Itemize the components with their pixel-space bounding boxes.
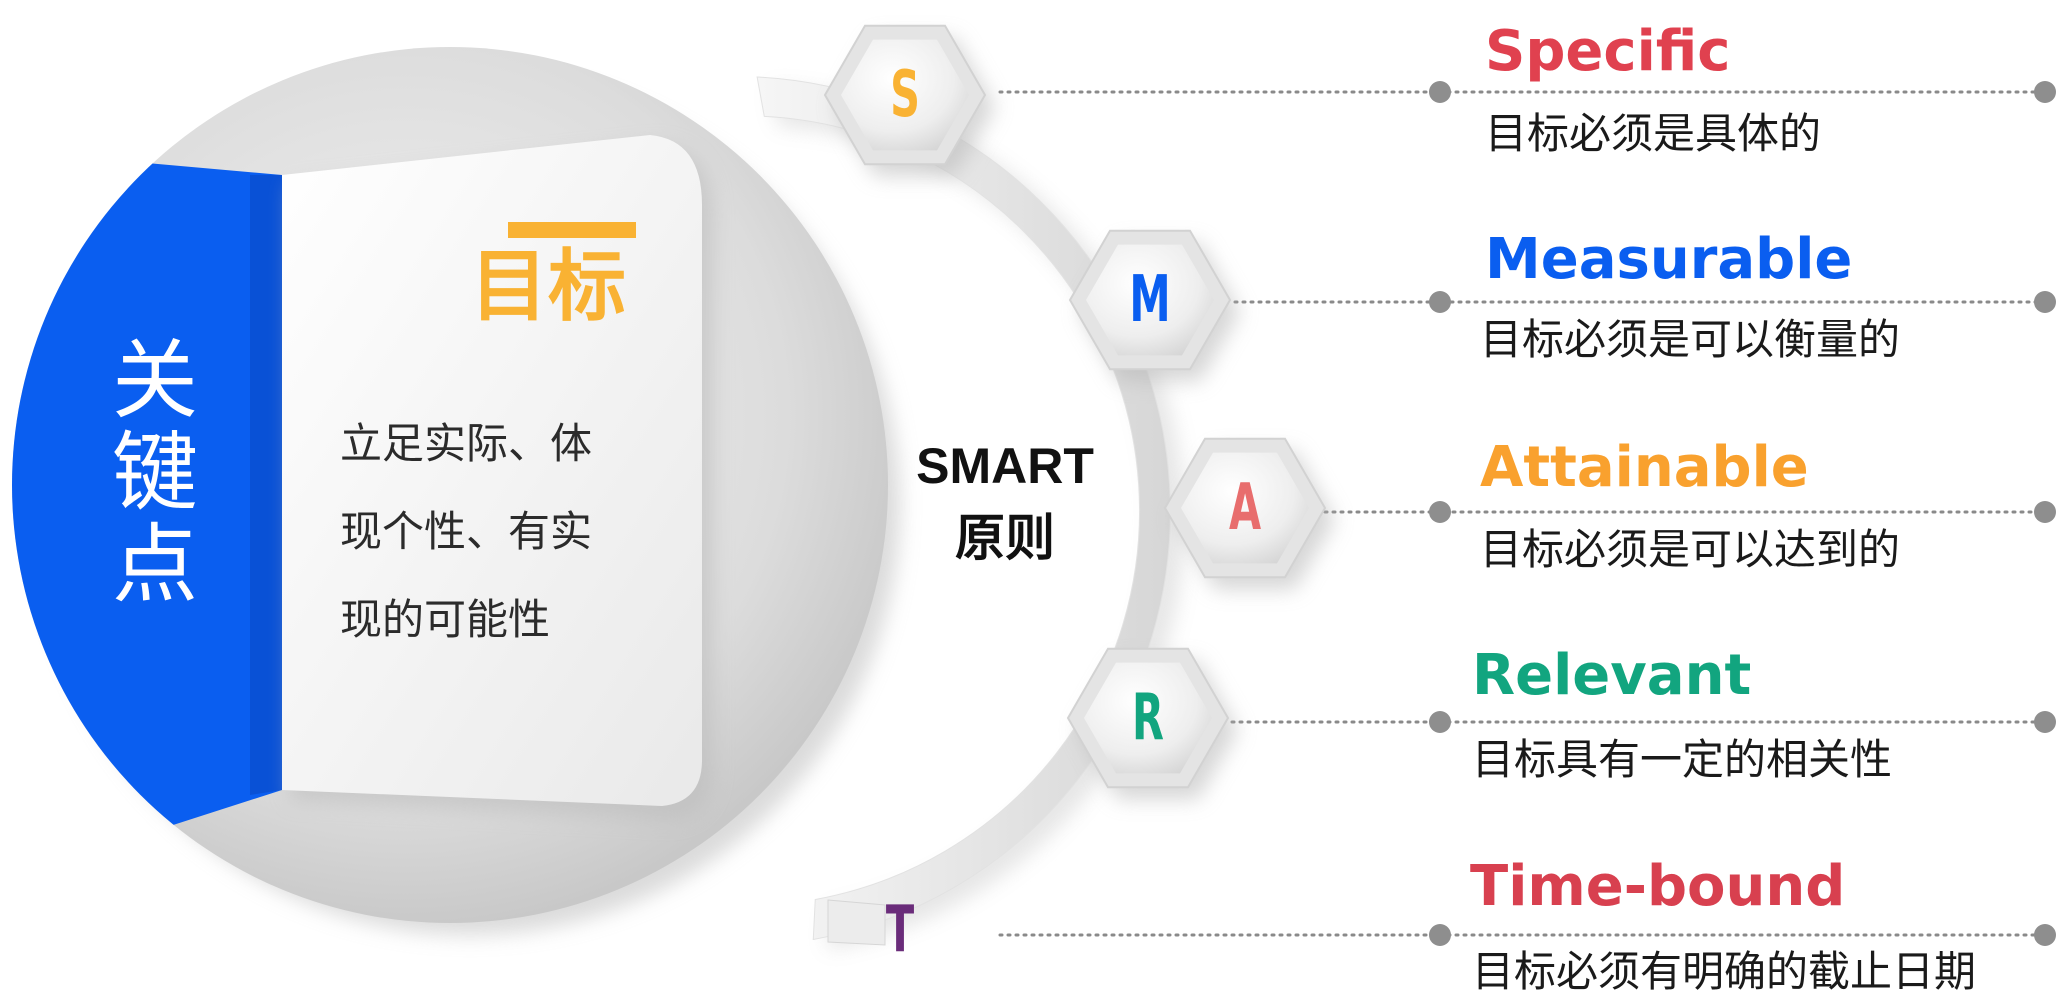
connector-dot — [1429, 924, 1451, 946]
item-title: Time-bound — [1470, 854, 1846, 919]
hexagon-face — [1084, 662, 1212, 774]
keypoint-char: 点 — [112, 515, 198, 615]
card-body: 立足实际、体 现个性、有实 现的可能性 — [340, 400, 640, 664]
smart-title-line1: SMART — [916, 438, 1094, 494]
smart-letter-a: A — [1228, 471, 1262, 545]
smart-letter-m: M — [1129, 263, 1171, 337]
smart-arc — [756, 76, 1171, 941]
connector-end-dot — [2034, 924, 2056, 946]
card-body-line: 现的可能性 — [340, 595, 551, 644]
card-title-bar — [508, 222, 636, 238]
hexagon-face — [1086, 244, 1214, 356]
item-description: 目标必须是具体的 — [1485, 109, 1822, 158]
item-title: Specific — [1485, 19, 1731, 84]
connector-end-dot — [2034, 501, 2056, 523]
smart-letter-r: R — [1132, 681, 1164, 755]
keypoint-char: 键 — [112, 423, 198, 523]
hexagon-face — [1181, 452, 1309, 564]
goal-card — [282, 135, 702, 806]
item-description: 目标必须是可以达到的 — [1480, 525, 1901, 574]
arc-tail — [827, 899, 886, 946]
hexagon-face — [841, 39, 969, 151]
connector-dot — [1429, 501, 1451, 523]
item-description: 目标必须是可以衡量的 — [1480, 315, 1901, 364]
keypoint-band — [12, 150, 282, 826]
card-body-line: 现个性、有实 — [340, 507, 593, 556]
connector-dot — [1429, 711, 1451, 733]
smart-letter-t: T — [885, 893, 915, 967]
connector-end-dot — [2034, 711, 2056, 733]
connector-end-dot — [2034, 291, 2056, 313]
keypoint-label: 关 键 点 — [100, 335, 210, 611]
connector-dot — [1429, 81, 1451, 103]
item-title: Relevant — [1472, 643, 1752, 708]
keypoint-char: 关 — [112, 331, 198, 431]
connector-dot — [1429, 291, 1451, 313]
smart-principle-title: SMART 原则 — [880, 430, 1130, 574]
card-body-line: 立足实际、体 — [340, 419, 593, 468]
connector-end-dot — [2034, 81, 2056, 103]
card-title: 目标 — [470, 242, 627, 332]
item-title: Measurable — [1485, 227, 1853, 292]
item-description: 目标必须有明确的截止日期 — [1472, 947, 1977, 996]
item-title: Attainable — [1480, 435, 1809, 500]
item-description: 目标具有一定的相关性 — [1472, 735, 1893, 784]
smart-title-line2: 原则 — [955, 510, 1055, 566]
smart-letter-s: S — [890, 58, 920, 132]
